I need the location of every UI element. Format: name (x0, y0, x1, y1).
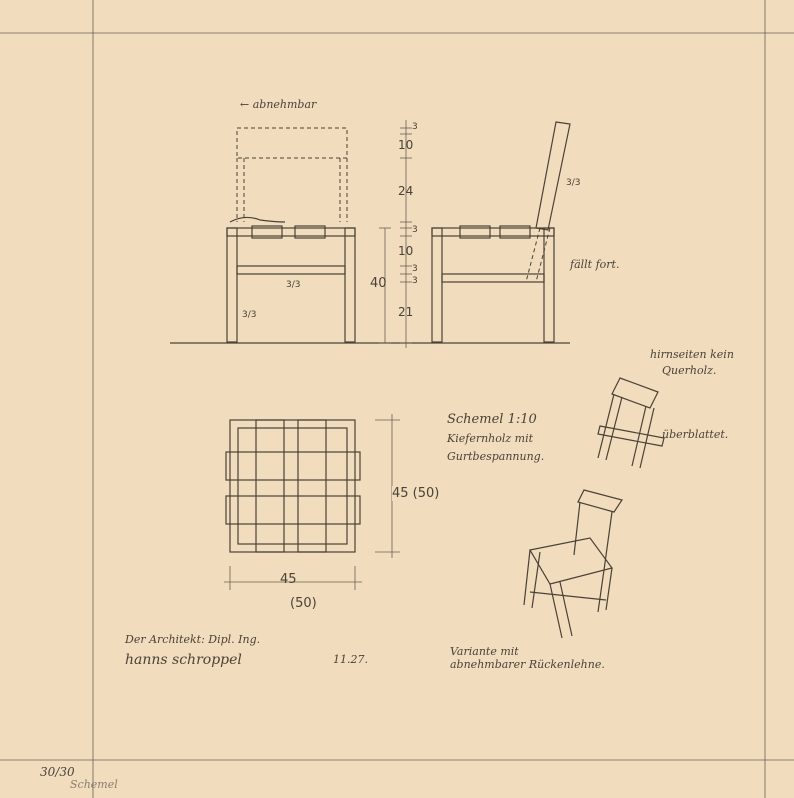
dim-width-45: 45 (280, 572, 297, 587)
label-variante: Variante mit (450, 645, 519, 658)
dim-21: 21 (398, 305, 414, 319)
dim-width-50: (50) (290, 596, 317, 611)
label-variante-2: abnehmbarer Rückenlehne. (450, 658, 605, 671)
chair-perspective-sketch (523, 489, 623, 639)
dim-3c: 3 (412, 264, 418, 274)
title-schemel: Schemel 1:10 (447, 412, 537, 427)
dim-10a: 10 (398, 138, 414, 152)
side-view (431, 121, 571, 343)
dim-depth: 45 (50) (392, 486, 440, 501)
title-gurt: Gurtbespannung. (447, 450, 545, 463)
inventory-note: Schemel (70, 778, 118, 791)
dim-3d: 3 (412, 276, 418, 286)
dim-3-3-leg: 3/3 (242, 310, 257, 320)
dim-3a: 3 (412, 122, 418, 132)
dimension-column (379, 120, 412, 348)
dim-40: 40 (370, 276, 387, 291)
dim-3-3-rail: 3/3 (286, 280, 301, 290)
dim-3b: 3 (412, 225, 418, 235)
dim-3-3-back: 3/3 (566, 178, 581, 188)
plan-view (224, 414, 400, 590)
architect-label: Der Architekt: Dipl. Ing. (125, 633, 261, 646)
date: 11.27. (333, 653, 368, 666)
dim-24: 24 (398, 184, 414, 198)
dim-10b: 10 (398, 244, 414, 258)
label-faellt-fort: fällt fort. (570, 258, 620, 271)
title-material: Kiefernholz mit (447, 432, 534, 445)
signature: hanns schroppel (125, 652, 242, 668)
front-view (170, 127, 570, 344)
label-hirnseiten: hirnseiten kein (650, 348, 734, 361)
label-querholz: Querholz. (662, 364, 717, 377)
backrest-sketch (597, 377, 665, 469)
inventory-number: 30/30 (40, 765, 75, 779)
label-ueberblattet: überblattet. (662, 428, 729, 441)
label-abnehmbar: ← abnehmbar (240, 98, 317, 111)
